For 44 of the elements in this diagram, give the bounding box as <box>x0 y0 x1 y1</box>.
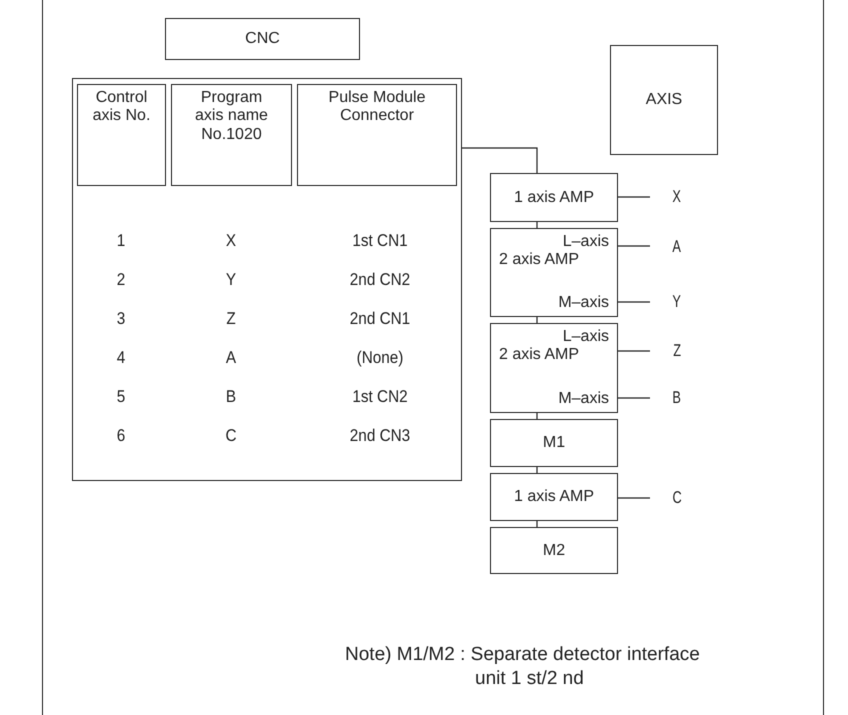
table-cell-text: 4 <box>116 347 126 369</box>
column-header-box: Pulse Module Connector <box>297 84 457 186</box>
connector-line <box>618 301 650 303</box>
axis-label: Z <box>668 333 686 369</box>
table-cell-text: Y <box>226 269 236 291</box>
table-cell-text: (None) <box>356 347 404 369</box>
connector-line <box>618 245 650 247</box>
connector-line <box>618 196 650 198</box>
unit-box: AXIS <box>610 45 718 155</box>
table-cell-text: 1st CN1 <box>352 230 408 252</box>
table-cell-text: 2nd CN1 <box>350 308 410 330</box>
unit-box: M1 <box>490 419 618 467</box>
column-header-box: Program axis name No.1020 <box>171 84 292 186</box>
table-cell-text: 2nd CN2 <box>350 269 410 291</box>
axis-label: Y <box>668 284 686 320</box>
column-header-box: Control axis No. <box>77 84 166 186</box>
table-cell-text: X <box>226 230 236 252</box>
footnote: Note) M1/M2 : Separate detector interface unit 1 st/2 nd <box>345 643 701 690</box>
table-cell-text: 6 <box>116 425 126 447</box>
table-cell-text: 5 <box>116 386 126 408</box>
table-cell-text: 2 <box>116 269 126 291</box>
axis-label: A <box>668 229 686 265</box>
table-cell-text: 2nd CN3 <box>350 425 410 447</box>
axis-label: C <box>668 480 686 516</box>
unit-box: M2 <box>490 527 618 574</box>
connector-line <box>618 497 650 499</box>
table-frame <box>72 78 462 481</box>
unit-box: L–axis 2 axis AMP M–axis <box>490 323 618 413</box>
table-cell-text: C <box>225 425 237 447</box>
unit-box: L–axis 2 axis AMP M–axis <box>490 228 618 317</box>
unit-box: 1 axis AMP <box>490 473 618 521</box>
unit-box: 1 axis AMP <box>490 173 618 222</box>
table-cell-text: 3 <box>116 308 126 330</box>
connector-line <box>462 147 538 173</box>
table-cell-text: Z <box>226 308 236 330</box>
connector-line <box>618 350 650 352</box>
axis-label: X <box>668 179 686 215</box>
table-cell-text: A <box>226 347 236 369</box>
table-cell-text: 1 <box>116 230 126 252</box>
connector-line <box>618 397 650 399</box>
unit-box: CNC <box>165 18 360 60</box>
table-cell-text: B <box>226 386 236 408</box>
axis-label: B <box>668 380 686 416</box>
table-cell-text: 1st CN2 <box>352 386 408 408</box>
